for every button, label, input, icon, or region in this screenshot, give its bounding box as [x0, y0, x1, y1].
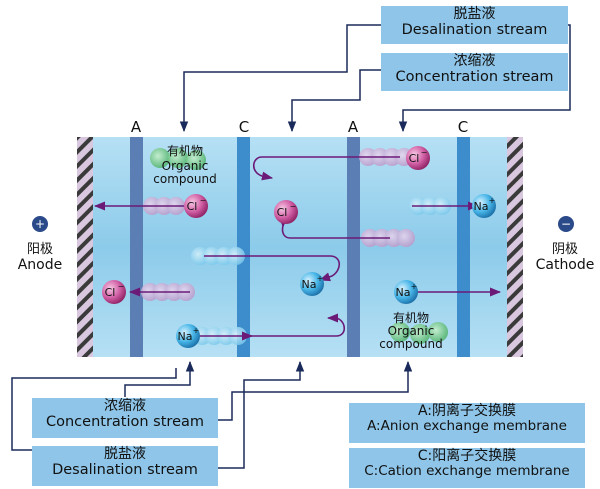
bottom-desalination-line-2	[218, 360, 305, 469]
svg-text:Na: Na	[302, 278, 317, 291]
svg-text:+: +	[35, 217, 45, 231]
bottom-desalination-line	[11, 368, 177, 451]
anode-label-zh: 阳极	[26, 242, 53, 257]
anode-plus-icon: +	[32, 216, 48, 232]
membrane-label-c1: C	[239, 118, 249, 136]
organic-label-en1-right: Organic	[388, 324, 435, 338]
organic-label-en2-left: compound	[153, 172, 216, 186]
na-ion-bottom: Na +	[176, 324, 200, 348]
top-desalination-line	[179, 24, 381, 133]
cl-trail-left	[143, 197, 185, 215]
top-concentration-box: 浓缩液 Concentration stream	[381, 53, 568, 91]
cathode-label-en: Cathode	[535, 257, 595, 273]
cl-ion-center: Cl −	[274, 200, 298, 224]
cation-membrane-2	[457, 137, 470, 357]
top-desalination-en: Desalination stream	[401, 22, 548, 39]
top-concentration-en: Concentration stream	[395, 69, 554, 86]
top-desalination-box: 脱盐液 Desalination stream	[381, 6, 568, 44]
cl-ion-top: Cl −	[406, 146, 430, 170]
svg-text:Cl: Cl	[409, 152, 420, 165]
na-ion-cathode-side: Na +	[394, 280, 418, 304]
svg-text:−: −	[421, 148, 428, 157]
organic-label-en1-left: Organic	[162, 159, 209, 173]
svg-text:Cl: Cl	[105, 286, 116, 299]
top-concentration-line	[287, 69, 381, 133]
bottom-desalination-en: Desalination stream	[52, 462, 198, 479]
top-desalination-zh: 脱盐液	[453, 6, 496, 22]
legend-anion-zh: A:阴离子交换膜	[417, 403, 517, 419]
cathode-minus-icon: −	[558, 216, 574, 232]
bottom-concentration-line-2	[218, 360, 413, 421]
legend-cation-en: C:Cation exchange membrane	[364, 463, 570, 480]
svg-text:Na: Na	[474, 200, 489, 213]
svg-text:+: +	[411, 282, 418, 291]
legend-cation-zh: C:阳离子交换膜	[417, 448, 517, 464]
legend-anion-en: A:Anion exchange membrane	[367, 418, 567, 435]
anode-plate	[77, 137, 93, 357]
cathode-plate	[507, 137, 523, 357]
bottom-concentration-line	[124, 360, 195, 397]
svg-text:Cl: Cl	[187, 200, 198, 213]
anion-membrane-2	[347, 137, 360, 357]
membrane-label-a2: A	[348, 118, 359, 136]
na-path-middle	[204, 255, 341, 282]
cathode-label-zh: 阴极	[551, 242, 578, 257]
bottom-concentration-zh: 浓缩液	[104, 398, 146, 414]
bottom-desalination-box: 脱盐液 Desalination stream	[32, 446, 218, 486]
membrane-label-c2: C	[458, 118, 468, 136]
organic-label-en2-right: compound	[379, 337, 442, 351]
top-concentration-zh: 浓缩液	[453, 53, 496, 69]
legend-anion-box: A:阴离子交换膜 A:Anion exchange membrane	[349, 403, 585, 443]
organic-compound-left	[150, 148, 206, 170]
svg-text:−: −	[118, 282, 125, 291]
svg-text:Cl: Cl	[277, 206, 288, 219]
svg-text:−: −	[561, 217, 571, 231]
na-path-bottom	[250, 313, 346, 337]
cl-path-top	[252, 156, 400, 181]
na-ion-center: Na +	[300, 272, 324, 296]
top-desalination-line-2	[398, 24, 571, 133]
svg-text:+: +	[489, 196, 496, 205]
cation-membrane-1	[237, 137, 250, 357]
membrane-label-a1: A	[131, 118, 142, 136]
organic-label-zh-left: 有机物	[167, 144, 203, 158]
cl-ion-bottom-left: Cl −	[102, 280, 126, 304]
anode-label: 阳极 Anode	[12, 238, 68, 273]
electrodialysis-tank	[77, 137, 523, 357]
organic-compound-right	[390, 322, 448, 344]
svg-text:+: +	[193, 326, 200, 335]
anion-membrane-1	[130, 137, 143, 357]
bottom-concentration-box: 浓缩液 Concentration stream	[32, 398, 218, 438]
svg-text:Na: Na	[396, 286, 411, 299]
bottom-concentration-en: Concentration stream	[46, 414, 204, 431]
bottom-desalination-zh: 脱盐液	[104, 446, 146, 462]
svg-text:−: −	[200, 196, 207, 205]
svg-text:−: −	[290, 202, 297, 211]
organic-label-zh-right: 有机物	[393, 311, 429, 325]
legend-cation-box: C:阳离子交换膜 C:Cation exchange membrane	[349, 448, 585, 488]
svg-text:Na: Na	[178, 330, 193, 343]
cl-ion-left: Cl −	[184, 194, 208, 218]
svg-text:+: +	[317, 274, 324, 283]
anode-label-en: Anode	[17, 257, 63, 273]
cathode-label: 阴极 Cathode	[532, 238, 598, 273]
na-ion-right: Na +	[472, 194, 496, 218]
